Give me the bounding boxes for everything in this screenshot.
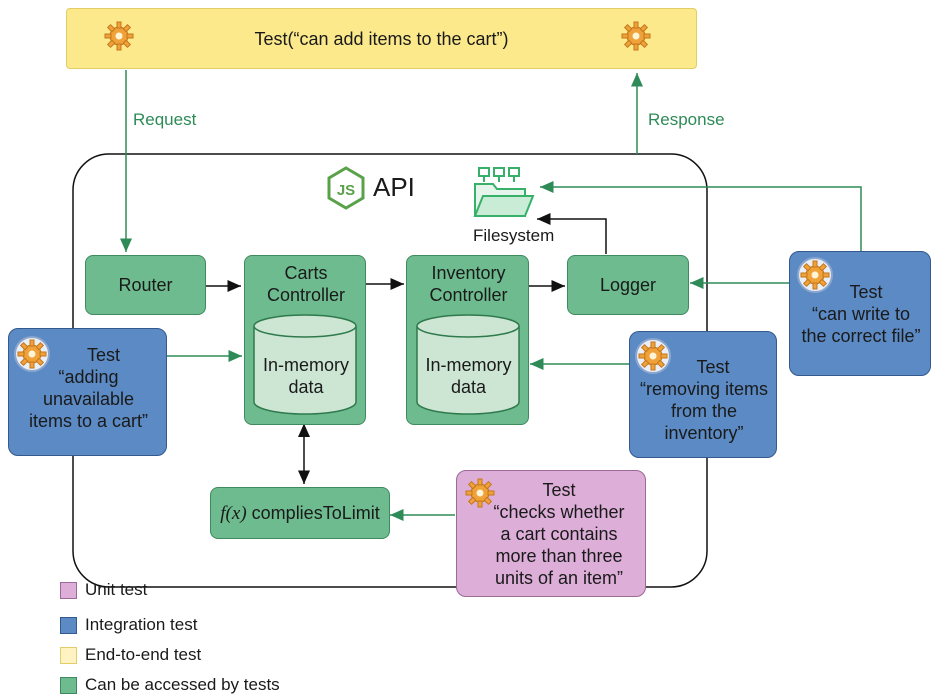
- inventory-controller-line1: Inventory: [431, 263, 506, 283]
- router-box: Router: [85, 255, 206, 315]
- test-line: from the: [670, 401, 738, 421]
- logger-to-filesystem-arrow: [537, 213, 607, 254]
- gear-icon: [635, 338, 671, 374]
- legend-item-unit: Unit test: [60, 580, 147, 600]
- inventory-data-line1: In-memory: [425, 355, 512, 375]
- carts-data-cylinder: [253, 314, 357, 415]
- inventory-controller-line2: Controller: [429, 285, 508, 305]
- unit-test-text: Test “checks whether a cart contains mor…: [475, 479, 643, 589]
- router-label: Router: [118, 275, 173, 295]
- nodejs-logo-icon: JS: [326, 166, 366, 210]
- logger-box: Logger: [567, 255, 689, 315]
- legend-label: Unit test: [85, 580, 148, 599]
- carts-controller-box: Carts Controller In-memory data: [244, 255, 366, 425]
- integration-test-logger: Test “can write to the correct file”: [789, 251, 931, 376]
- gear-icon: [797, 257, 833, 293]
- test-title: Test: [542, 480, 576, 500]
- complies-to-limit-box: f(x) compliesToLimit: [210, 487, 390, 539]
- test-line: “removing items: [639, 379, 769, 399]
- legend-item-accessible: Can be accessed by tests: [60, 675, 280, 695]
- inventory-controller-box: Inventory Controller In-memory data: [406, 255, 529, 425]
- carts-controller-line2: Controller: [266, 285, 346, 305]
- test-line: unavailable: [42, 389, 135, 409]
- integration-test-logger-text: Test “can write to the correct file”: [790, 281, 932, 347]
- carts-controller-title: Carts Controller: [245, 262, 367, 306]
- test-title: Test: [849, 282, 883, 302]
- unit-test-box: Test “checks whether a cart contains mor…: [456, 470, 646, 597]
- legend-label: Integration test: [85, 615, 198, 634]
- request-label: Request: [133, 110, 197, 129]
- test-line: a cart contains: [500, 524, 618, 544]
- test-line: units of an item”: [494, 568, 624, 588]
- legend-item-e2e: End-to-end test: [60, 645, 201, 665]
- legend-label: End-to-end test: [85, 645, 202, 664]
- complies-name: compliesToLimit: [251, 502, 380, 523]
- test-line: “checks whether: [493, 502, 625, 522]
- test-line: items to a cart”: [28, 411, 149, 431]
- inventory-data-line2: data: [450, 377, 487, 397]
- legend-item-integration: Integration test: [60, 615, 197, 635]
- integration-test-inventory-text: Test “removing items from the inventory”: [630, 356, 778, 444]
- logger-label: Logger: [599, 275, 657, 295]
- test-line: “adding: [58, 367, 119, 387]
- inventory-data-label: In-memory data: [407, 354, 530, 398]
- integration-test-inventory: Test “removing items from the inventory”: [629, 331, 777, 458]
- integration-test-carts: Test “adding unavailable items to a cart…: [8, 328, 167, 456]
- inventory-controller-title: Inventory Controller: [407, 262, 530, 306]
- legend-label: Can be accessed by tests: [85, 675, 280, 694]
- carts-data-label: In-memory data: [245, 354, 367, 398]
- test-line: “can write to: [811, 304, 911, 324]
- legend-swatch: [60, 646, 77, 664]
- test-title: Test: [696, 357, 730, 377]
- response-label: Response: [648, 110, 725, 129]
- carts-controller-line1: Carts: [284, 263, 328, 283]
- carts-data-line2: data: [288, 377, 324, 397]
- integration-test-carts-text: Test “adding unavailable items to a cart…: [9, 344, 168, 432]
- gear-icon: [14, 336, 50, 372]
- gear-icon: [462, 475, 498, 511]
- gear-icon: [618, 18, 654, 54]
- legend-swatch: [60, 616, 77, 634]
- filesystem-label: Filesystem: [473, 226, 555, 245]
- test-line: the correct file”: [801, 326, 921, 346]
- legend-swatch: [60, 676, 77, 694]
- api-title: API: [373, 172, 415, 202]
- inventory-data-cylinder: [416, 314, 520, 415]
- test-line: inventory”: [664, 423, 744, 443]
- test-line: more than three: [495, 546, 623, 566]
- e2e-test-label: Test(“can add items to the cart”): [254, 28, 509, 49]
- carts-data-line1: In-memory: [262, 355, 349, 375]
- legend-swatch: [60, 581, 77, 599]
- complies-to-limit-text: f(x) compliesToLimit: [220, 502, 379, 525]
- gear-icon: [101, 18, 137, 54]
- js-logo-text: JS: [337, 182, 355, 199]
- test-title: Test: [86, 345, 120, 365]
- fx-label: f(x): [220, 502, 247, 524]
- test-to-filesystem-arrow: [540, 181, 862, 252]
- e2e-test-box: Test(“can add items to the cart”): [66, 8, 697, 69]
- folder-icon: [471, 166, 537, 221]
